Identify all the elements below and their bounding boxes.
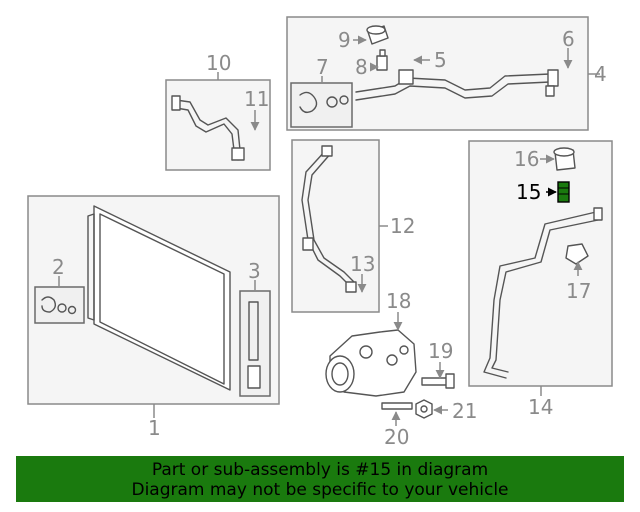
banner-line-2: Diagram may not be specific to your vehi… — [131, 480, 509, 500]
callout-16: 16 — [514, 147, 539, 171]
nut-21 — [415, 399, 433, 419]
leader-lines — [58, 35, 600, 426]
sub-box-7 — [290, 82, 353, 128]
callout-14: 14 — [528, 395, 553, 419]
banner-line-1: Part or sub-assembly is #15 in diagram — [151, 460, 489, 480]
callout-9: 9 — [338, 28, 351, 52]
callout-20: 20 — [384, 425, 409, 449]
callout-12: 12 — [390, 214, 415, 238]
compressor — [325, 329, 417, 397]
group-box-1 — [27, 195, 280, 405]
callout-10: 10 — [206, 51, 231, 75]
callout-18: 18 — [386, 289, 411, 313]
callout-13: 13 — [350, 252, 375, 276]
callout-6: 6 — [562, 27, 575, 51]
callout-15: 15 — [516, 180, 541, 204]
callout-2: 2 — [52, 255, 65, 279]
callout-11: 11 — [244, 87, 269, 111]
stud-20 — [381, 402, 413, 410]
callout-17: 17 — [566, 279, 591, 303]
parts-diagram: 1 2 3 4 5 6 7 8 9 10 11 12 13 14 15 16 1… — [27, 16, 613, 449]
group-box-10 — [165, 79, 271, 171]
callout-5: 5 — [434, 48, 447, 72]
callout-7: 7 — [316, 55, 329, 79]
part-15-valve — [557, 181, 570, 203]
group-box-12 — [291, 139, 380, 313]
callout-21: 21 — [452, 399, 477, 423]
callout-8: 8 — [355, 55, 368, 79]
callout-4: 4 — [594, 62, 607, 86]
group-box-4 — [286, 16, 589, 131]
info-banner: Part or sub-assembly is #15 in diagram D… — [16, 456, 624, 502]
group-box-14 — [468, 140, 613, 387]
callout-19: 19 — [428, 339, 453, 363]
callout-1: 1 — [148, 416, 161, 440]
bolt-19 — [421, 373, 455, 389]
callout-3: 3 — [248, 259, 261, 283]
